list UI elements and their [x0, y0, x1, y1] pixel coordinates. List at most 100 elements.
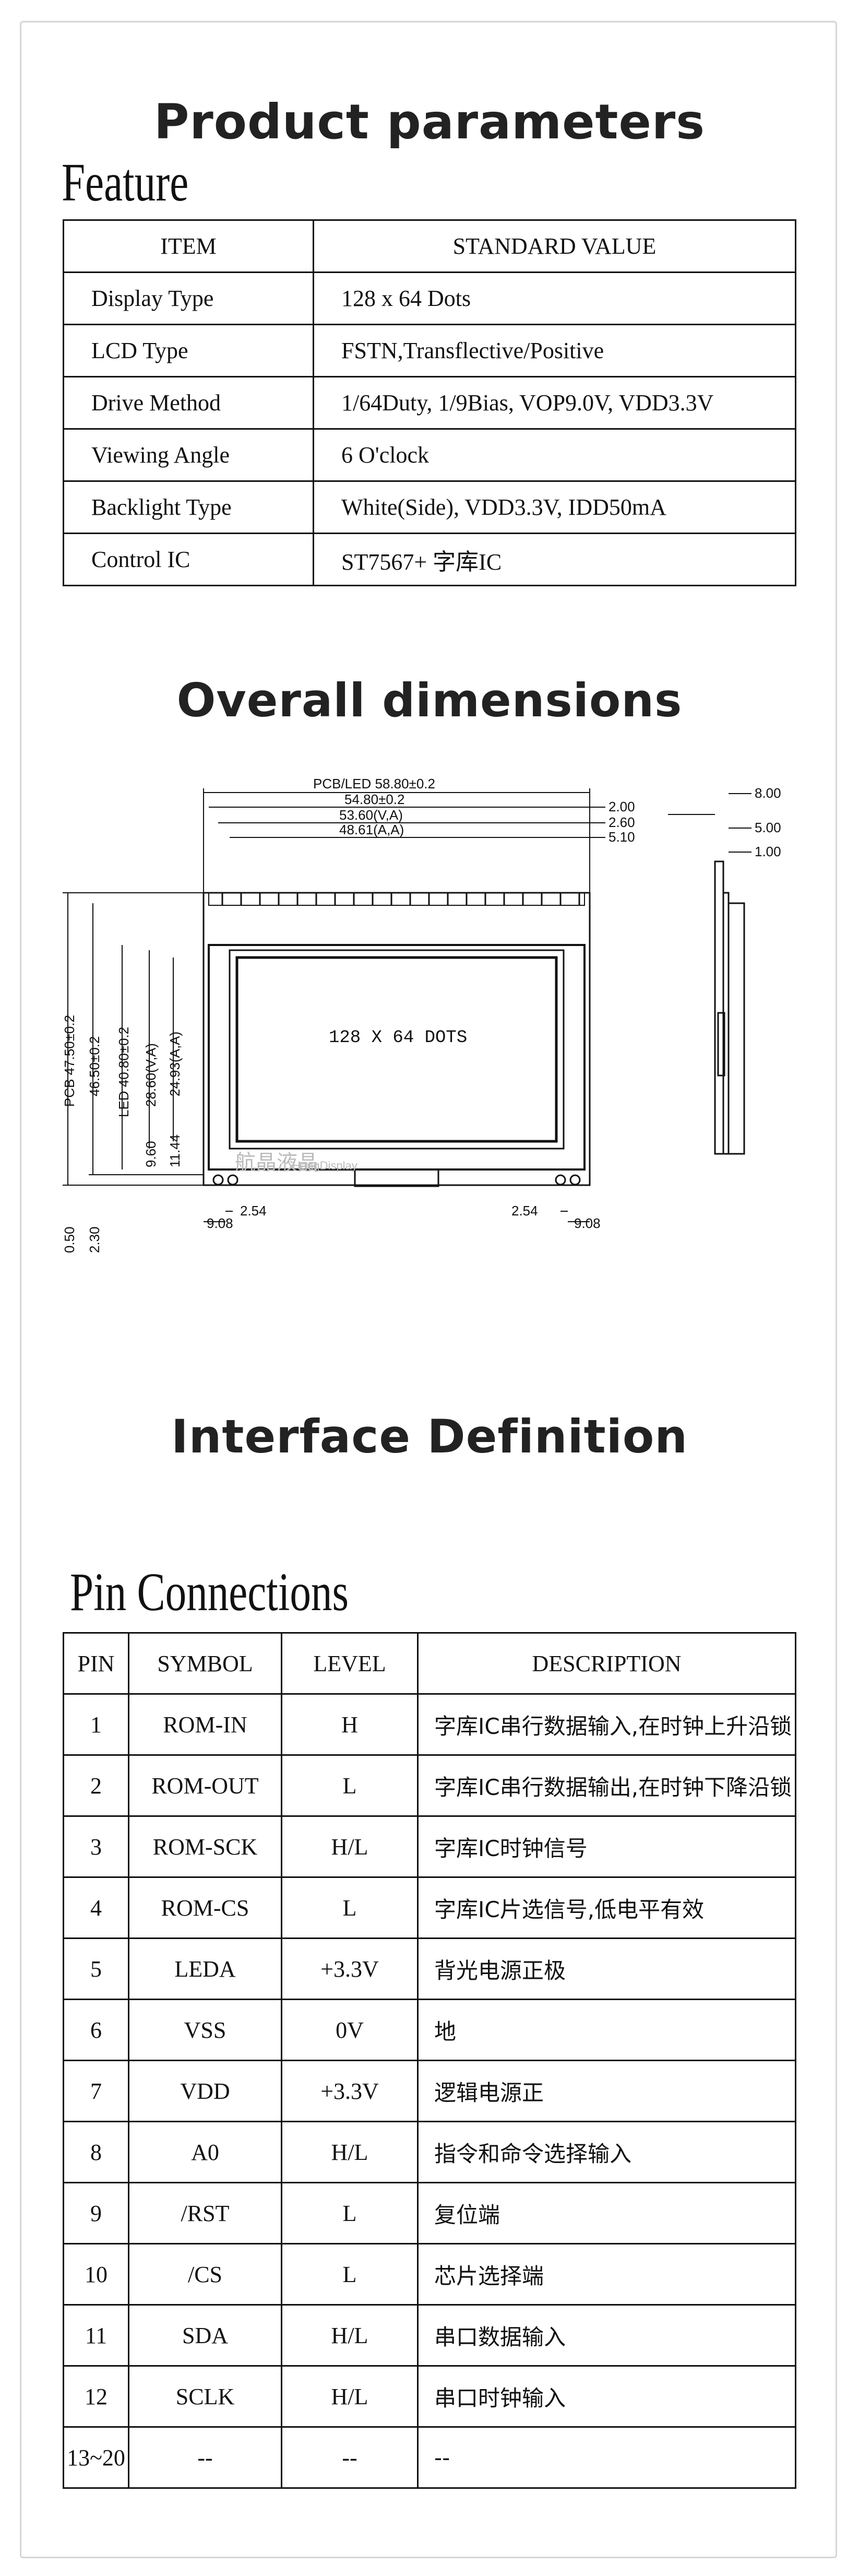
dim-510: 5.10 [609, 829, 635, 845]
feature-item: Viewing Angle [63, 428, 314, 482]
dim-260: 2.60 [609, 814, 635, 830]
pin-number: 11 [63, 2304, 129, 2367]
interface-definition-heading: Interface Definition [171, 1410, 688, 1463]
logo-en: HangDisplay [292, 1159, 357, 1172]
pin-symbol: /RST [128, 2182, 282, 2244]
dim-050: 0.50 [62, 1226, 77, 1253]
pin-number: 12 [63, 2365, 129, 2428]
pin-number: 6 [63, 1999, 129, 2061]
pin-level: H/L [281, 2365, 419, 2428]
pin-symbol: ROM-IN [128, 1693, 282, 1756]
feature-item: Backlight Type [63, 480, 314, 534]
pin-symbol: A0 [128, 2121, 282, 2183]
pin-symbol: /CS [128, 2243, 282, 2306]
pin-level: L [281, 2182, 419, 2244]
pin-symbol: ROM-OUT [128, 1754, 282, 1817]
dim-960: 9.60 [143, 1141, 159, 1167]
pin-level: H/L [281, 2304, 419, 2367]
side-view [668, 793, 751, 1155]
dim-908-left: 9.08 [207, 1215, 233, 1231]
pin-level: L [281, 1754, 419, 1817]
level-header: LEVEL [281, 1632, 419, 1695]
description-header: DESCRIPTION [417, 1632, 796, 1695]
feature-item: Control IC [63, 533, 314, 586]
logo-cn: 航晶液晶 [235, 1151, 318, 1174]
dim-pcb-led-width: PCB/LED 58.80±0.2 [313, 776, 435, 791]
dim-4861: 48.61(A,A) [339, 822, 404, 837]
lcd-glass-outline [208, 944, 586, 1171]
active-area-outline [235, 956, 558, 1143]
dim-500: 5.00 [755, 820, 781, 835]
dim-100: 1.00 [755, 844, 781, 859]
top-dimensions [203, 788, 605, 893]
dim-2493: 24.93(A,A) [167, 1032, 183, 1096]
pin-level: L [281, 2243, 419, 2306]
dim-200: 2.00 [609, 799, 635, 814]
feature-header-row: ITEM STANDARD VALUE [63, 219, 796, 273]
viewing-area-outline [229, 949, 565, 1150]
pin-level: H/L [281, 2121, 419, 2183]
feature-value: 128 x 64 Dots [313, 271, 796, 325]
dim-led-height: LED 40.80±0.2 [116, 1027, 132, 1117]
pin-description: 指令和命令选择输入 [417, 2121, 796, 2183]
pin-description: 背光电源正极 [417, 1937, 796, 2000]
pin-number: 7 [63, 2060, 129, 2122]
pin-number: 2 [63, 1754, 129, 1817]
feature-value: 6 O'clock [313, 428, 796, 482]
feature-item: Drive Method [63, 376, 314, 430]
pin-description: 字库IC片选信号,低电平有效 [417, 1876, 796, 1939]
pin-description: 地 [417, 1999, 796, 2061]
dim-254-right: 2.54 [511, 1203, 538, 1219]
item-header: ITEM [63, 219, 314, 273]
pin-symbol: SCLK [128, 2365, 282, 2428]
dim-254-left: 2.54 [240, 1203, 267, 1219]
pin-level: +3.3V [281, 1937, 419, 2000]
pin-level: 0V [281, 1999, 419, 2061]
standard-value-header: STANDARD VALUE [313, 219, 796, 273]
pin-symbol: LEDA [128, 1937, 282, 2000]
feature-title: Feature [62, 152, 189, 212]
pin-number: 8 [63, 2121, 129, 2183]
pin-description: 字库IC串行数据输入,在时钟上升沿锁 [417, 1693, 796, 1756]
pin-level: H/L [281, 1815, 419, 1878]
pin-number: 9 [63, 2182, 129, 2244]
pin-number: 5 [63, 1937, 129, 2000]
pin-description: 复位端 [417, 2182, 796, 2244]
pin-symbol: -- [128, 2426, 282, 2489]
bottom-dimensions [204, 1211, 590, 1222]
pin-description: 逻辑电源正 [417, 2060, 796, 2122]
pin-description: 串口时钟输入 [417, 2365, 796, 2428]
bottom-holes [212, 1174, 581, 1186]
dim-5360: 53.60(V,A) [339, 807, 403, 823]
dim-800: 8.00 [755, 785, 781, 801]
pin-description: 字库IC串行数据输出,在时钟下降沿锁 [417, 1754, 796, 1817]
pin-symbol: ROM-CS [128, 1876, 282, 1939]
pin-number: 4 [63, 1876, 129, 1939]
page-frame [20, 21, 837, 2558]
top-pins [208, 892, 585, 906]
pin-level: H [281, 1693, 419, 1756]
bottom-tab [354, 1168, 439, 1187]
feature-value: ST7567+ 字库IC [313, 533, 796, 586]
overall-dimensions-heading: Overall dimensions [176, 673, 683, 727]
dim-908-right: 9.08 [574, 1215, 601, 1231]
pin-header: PIN [63, 1632, 129, 1695]
feature-item: Display Type [63, 271, 314, 325]
pin-description: 芯片选择端 [417, 2243, 796, 2306]
dim-230: 2.30 [87, 1226, 102, 1253]
pin-row: 13~20------ [63, 2426, 796, 2489]
dim-5480: 54.80±0.2 [344, 791, 404, 807]
